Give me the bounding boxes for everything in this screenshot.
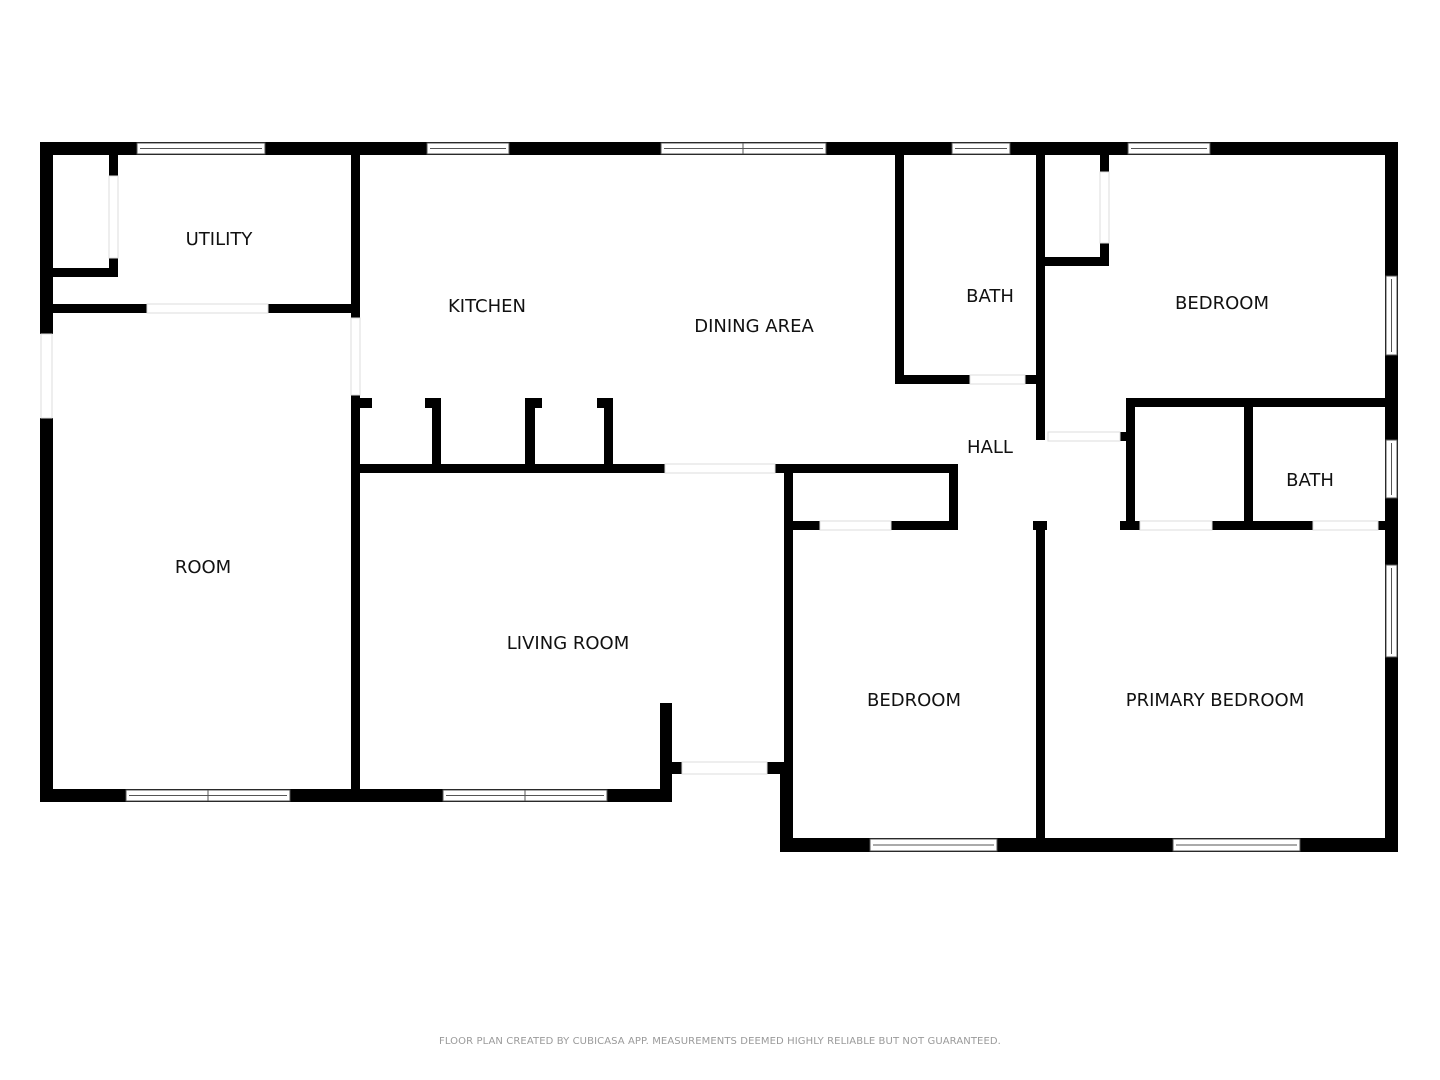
room-label-utility: UTILITY: [186, 229, 254, 250]
room-label-primary-bedroom: PRIMARY BEDROOM: [1126, 690, 1305, 711]
room-label-room: ROOM: [175, 557, 231, 578]
room-label-kitchen: KITCHEN: [448, 296, 526, 317]
room-label-bath-right: BATH: [1286, 470, 1334, 491]
door-openings: [40, 171, 1379, 775]
room-label-hall: HALL: [967, 437, 1013, 458]
room-label-bedroom-mid: BEDROOM: [867, 690, 961, 711]
room-label-bedroom-top: BEDROOM: [1175, 293, 1269, 314]
room-labels: UTILITY KITCHEN DINING AREA BATH BEDROOM…: [175, 229, 1334, 711]
room-label-dining-area: DINING AREA: [694, 316, 814, 337]
windows: [125, 142, 1398, 852]
room-label-bath-top: BATH: [966, 286, 1014, 307]
disclaimer-footer: FLOOR PLAN CREATED BY CUBICASA APP. MEAS…: [439, 1036, 1001, 1047]
room-label-living-room: LIVING ROOM: [507, 633, 629, 654]
